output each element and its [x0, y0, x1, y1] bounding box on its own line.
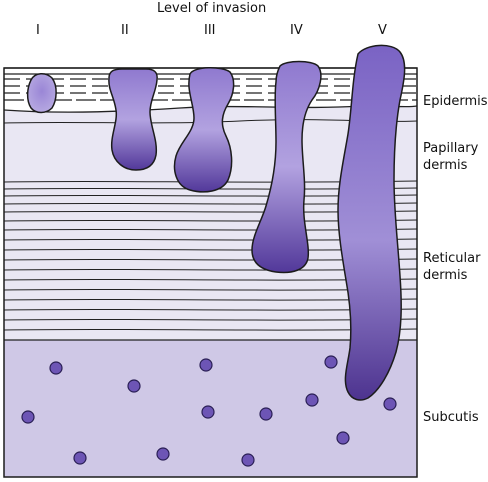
tumor-level-2 [108, 68, 158, 171]
tumor-level-4 [251, 60, 322, 274]
tumors [26, 44, 406, 401]
label-reticular-1: Reticular [423, 251, 481, 266]
level-label-5: V [378, 23, 387, 38]
label-subcutis: Subcutis [423, 410, 479, 425]
tumor-level-1 [26, 73, 57, 114]
diagram-title: Level of invasion [157, 1, 267, 16]
tumor-level-3 [173, 67, 235, 193]
level-label-3: III [204, 23, 216, 38]
label-papillary-2: dermis [423, 158, 468, 173]
fat-cells [21, 355, 397, 467]
label-epidermis: Epidermis [423, 94, 488, 109]
label-reticular-2: dermis [423, 268, 468, 283]
label-papillary-1: Papillary [423, 141, 479, 156]
level-label-2: II [121, 23, 129, 38]
level-label-1: I [36, 23, 40, 38]
tumor-level-5 [337, 44, 406, 401]
level-label-4: IV [290, 23, 303, 38]
dermis-layer [4, 105, 417, 341]
